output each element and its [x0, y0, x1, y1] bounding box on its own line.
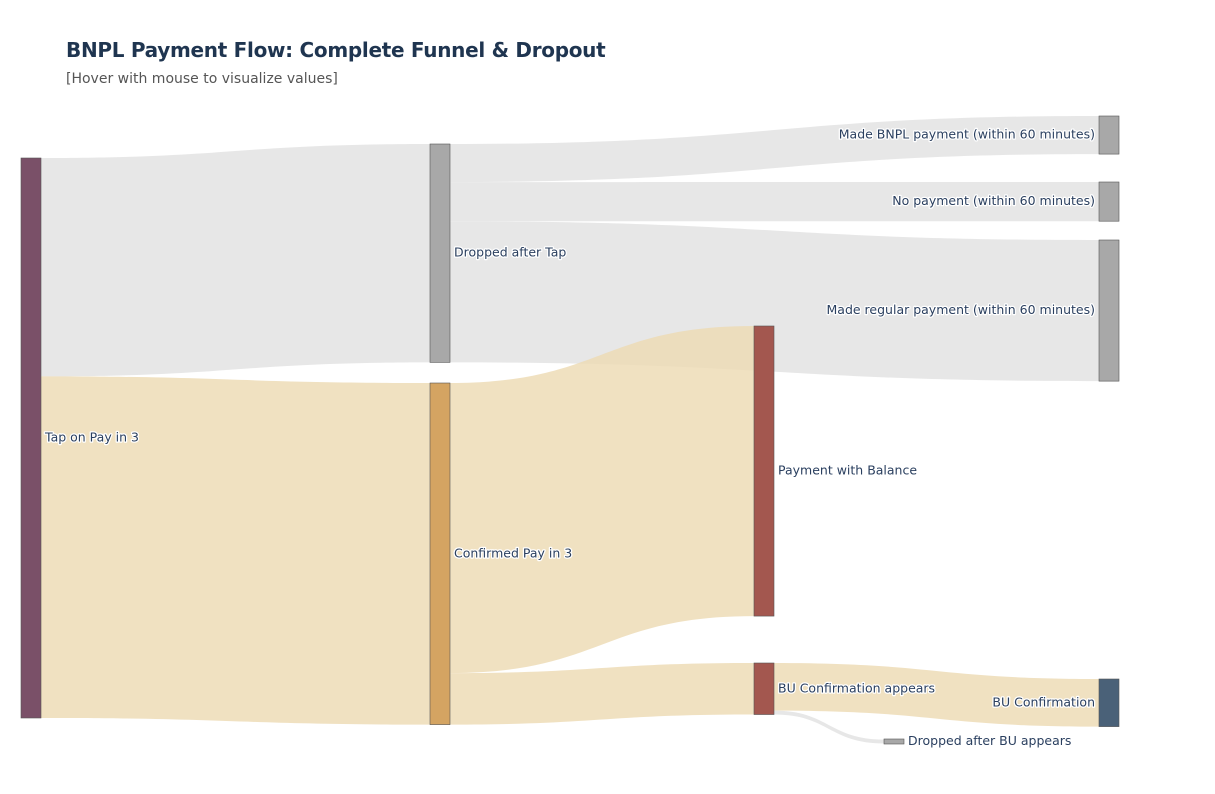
sankey-node-confirmed[interactable] [429, 382, 451, 725]
sankey-node-label-bnpl_payment: Made BNPL payment (within 60 minutes) [839, 127, 1095, 142]
sankey-node-label-bu_appears: BU Confirmation appears [778, 680, 935, 695]
sankey-link-confirmed-to-balance[interactable] [450, 326, 754, 674]
sankey-node-dropped_bu[interactable] [883, 738, 905, 745]
sankey-node-label-dropped_bu: Dropped after BU appears [908, 733, 1071, 748]
sankey-node-label-tap: Tap on Pay in 3 [44, 430, 139, 445]
sankey-node-bnpl_payment[interactable] [1098, 115, 1120, 155]
sankey-node-balance[interactable] [753, 325, 775, 617]
sankey-link-confirmed-to-bu_appears[interactable] [450, 663, 754, 725]
sankey-node-regular_payment[interactable] [1098, 239, 1120, 382]
sankey-node-label-dropped: Dropped after Tap [454, 245, 566, 260]
sankey-links [41, 116, 1099, 744]
chart-title: BNPL Payment Flow: Complete Funnel & Dro… [66, 38, 606, 62]
sankey-node-label-bu_confirmation: BU Confirmation [992, 694, 1095, 709]
sankey-link-tap-to-confirmed[interactable] [41, 376, 430, 725]
sankey-node-label-balance: Payment with Balance [778, 463, 917, 478]
sankey-link-tap-to-dropped[interactable] [41, 144, 430, 377]
sankey-nodes [20, 115, 1120, 745]
sankey-node-label-no_payment: No payment (within 60 minutes) [892, 193, 1095, 208]
sankey-link-bu_appears-to-dropped_bu[interactable] [774, 710, 884, 744]
sankey-link-dropped-to-regular_payment[interactable] [450, 221, 1099, 382]
sankey-link-dropped-to-no_payment[interactable] [450, 182, 1099, 222]
sankey-link-dropped-to-bnpl_payment[interactable] [450, 116, 1099, 183]
sankey-node-bu_appears[interactable] [753, 662, 775, 715]
sankey-labels: Tap on Pay in 3 Dropped after TapConfirme… [43, 125, 1097, 749]
sankey-node-label-regular_payment: Made regular payment (within 60 minutes) [827, 302, 1095, 317]
sankey-node-label-confirmed: Confirmed Pay in 3 [454, 545, 572, 560]
sankey-link-bu_appears-to-bu_confirmation[interactable] [774, 663, 1099, 727]
chart-subtitle: [Hover with mouse to visualize values] [66, 71, 338, 87]
sankey-node-bu_confirmation[interactable] [1098, 678, 1120, 727]
sankey-node-tap[interactable] [20, 157, 42, 719]
sankey-node-dropped[interactable] [429, 143, 451, 363]
sankey-node-no_payment[interactable] [1098, 181, 1120, 222]
